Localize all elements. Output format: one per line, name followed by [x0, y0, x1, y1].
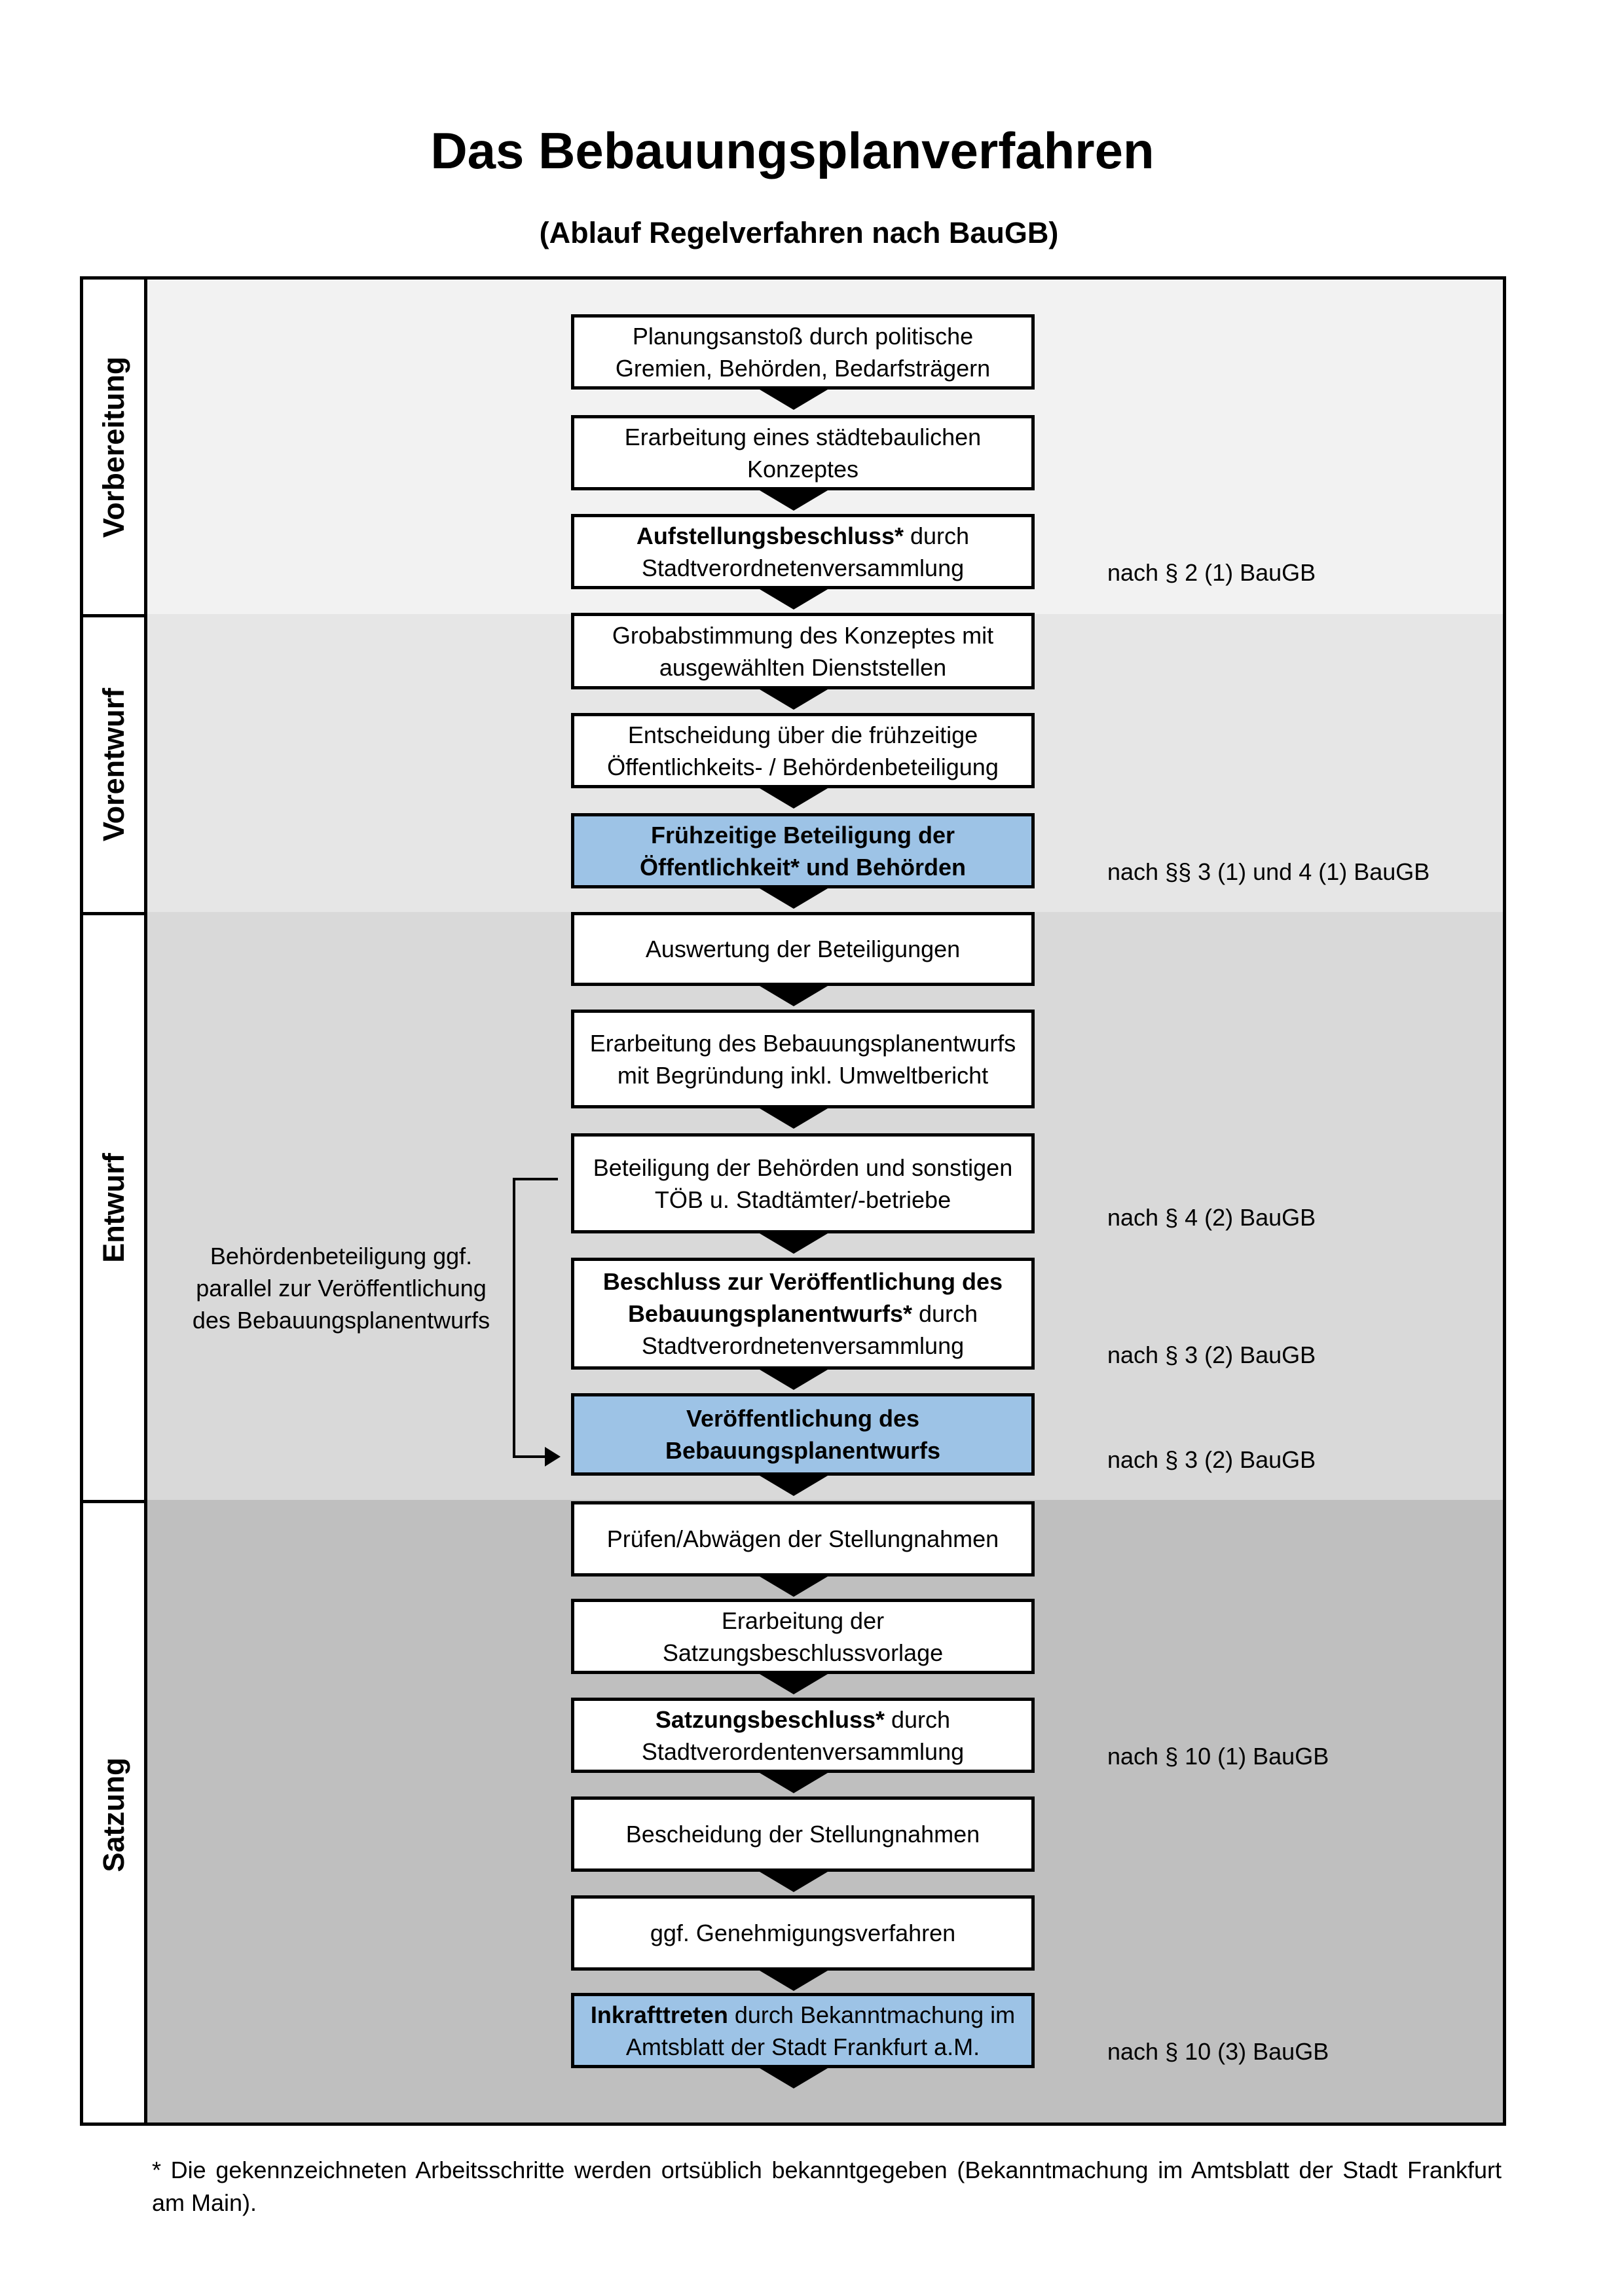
process-step: Auswertung der Beteiligungen — [571, 912, 1035, 986]
step-bold-text: Inkrafttreten — [590, 2001, 728, 2028]
down-arrow-icon — [756, 388, 831, 410]
footnote: * Die gekennzeichneten Arbeitsschritte w… — [152, 2157, 1502, 2216]
down-arrow-icon — [756, 786, 831, 809]
step-normal-text: Bescheidung der Stellungnahmen — [625, 1821, 980, 1848]
step-text: Auswertung der Beteiligungen — [646, 933, 960, 965]
step-text: Aufstellungsbeschluss* durch Stadtverord… — [582, 520, 1024, 584]
legal-note: nach § 2 (1) BauGB — [1107, 559, 1316, 586]
step-text: Beschluss zur Veröffentlichung des Bebau… — [582, 1266, 1024, 1362]
diagram-frame — [80, 276, 1506, 2126]
step-text: Planungsanstoß durch politische Gremien,… — [582, 320, 1024, 384]
step-text: Inkrafttreten durch Bekanntmachung im Am… — [582, 1999, 1024, 2063]
down-arrow-icon — [756, 587, 831, 610]
legal-note: nach § 3 (2) BauGB — [1107, 1341, 1316, 1368]
down-arrow-icon — [756, 1969, 831, 1991]
step-normal-text: Erarbeitung des Bebauungsplanentwurfs mi… — [589, 1029, 1016, 1089]
step-bold-text: Veröffentlichung des Bebauungsplanentwur… — [665, 1405, 941, 1464]
down-arrow-icon — [756, 1672, 831, 1694]
process-step: Beschluss zur Veröffentlichung des Bebau… — [571, 1258, 1035, 1370]
process-step: Beteiligung der Behörden und sonstigen T… — [571, 1133, 1035, 1233]
step-text: Satzungsbeschluss* durch Stadtverordente… — [582, 1704, 1024, 1768]
phase-label-entwurf: Entwurf — [80, 912, 147, 1500]
process-step: Inkrafttreten durch Bekanntmachung im Am… — [571, 1993, 1035, 2068]
step-normal-text: durch Bekanntmachung im Amtsblatt der St… — [625, 2001, 1016, 2060]
page-subtitle: (Ablauf Regelverfahren nach BauGB) — [539, 216, 1059, 249]
step-normal-text: Auswertung der Beteiligungen — [645, 936, 961, 962]
down-arrow-icon — [756, 886, 831, 909]
step-normal-text: Erarbeitung eines städtebaulichen Konzep… — [624, 423, 982, 483]
step-bold-text: Frühzeitige Beteiligung der Öffentlichke… — [639, 821, 967, 881]
step-text: Beteiligung der Behörden und sonstigen T… — [582, 1152, 1024, 1216]
step-text: Frühzeitige Beteiligung der Öffentlichke… — [582, 819, 1024, 883]
down-arrow-icon — [756, 687, 831, 710]
step-text: Entscheidung über die frühzeitige Öffent… — [582, 719, 1024, 783]
step-normal-text: durch Stadtverordnetenversammlung — [641, 1300, 978, 1359]
down-arrow-icon — [756, 984, 831, 1006]
step-normal-text: Entscheidung über die frühzeitige Öffent… — [607, 721, 999, 780]
step-bold-text: Beschluss zur Veröffentlichung des Bebau… — [602, 1268, 1003, 1327]
legal-note: nach § 10 (3) BauGB — [1107, 2038, 1329, 2065]
down-arrow-icon — [756, 1231, 831, 1254]
step-text: Erarbeitung des Bebauungsplanentwurfs mi… — [582, 1027, 1024, 1091]
legal-note: nach § 10 (1) BauGB — [1107, 1743, 1329, 1770]
step-text: Veröffentlichung des Bebauungsplanentwur… — [582, 1402, 1024, 1467]
step-normal-text: durch Stadtverordnetenversammlung — [641, 522, 970, 581]
phase-label-vorentwurf: Vorentwurf — [80, 614, 147, 912]
process-step: Erarbeitung eines städtebaulichen Konzep… — [571, 415, 1035, 490]
down-arrow-icon — [756, 1870, 831, 1892]
page-title: Das Bebauungsplanverfahren — [430, 122, 1154, 179]
down-arrow-icon — [756, 1771, 831, 1793]
process-step: Bescheidung der Stellungnahmen — [571, 1796, 1035, 1872]
step-text: Bescheidung der Stellungnahmen — [626, 1818, 980, 1850]
down-arrow-icon — [756, 1575, 831, 1597]
step-text: Prüfen/Abwägen der Stellungnahmen — [607, 1523, 999, 1555]
process-step: Veröffentlichung des Bebauungsplanentwur… — [571, 1393, 1035, 1476]
step-bold-text: Aufstellungsbeschluss* — [636, 522, 904, 549]
step-normal-text: Beteiligung der Behörden und sonstigen T… — [593, 1154, 1013, 1213]
step-bold-text: Satzungsbeschluss* — [655, 1705, 885, 1733]
step-text: Erarbeitung der Satzungsbeschlussvorlage — [582, 1605, 1024, 1669]
step-normal-text: Erarbeitung der Satzungsbeschlussvorlage — [662, 1607, 944, 1666]
down-arrow-icon — [756, 488, 831, 511]
step-normal-text: Planungsanstoß durch politische Gremien,… — [615, 322, 991, 382]
phase-label-satzung: Satzung — [80, 1500, 147, 2126]
down-arrow-icon — [756, 1368, 831, 1390]
parallel-note: Behördenbeteiligung ggf. parallel zur Ve… — [192, 1243, 490, 1334]
process-step: Prüfen/Abwägen der Stellungnahmen — [571, 1501, 1035, 1576]
step-text: Grobabstimmung des Konzeptes mit ausgewä… — [582, 619, 1024, 683]
step-normal-text: Grobabstimmung des Konzeptes mit ausgewä… — [612, 621, 994, 681]
step-normal-text: ggf. Genehmigungsverfahren — [650, 1920, 956, 1946]
process-step: Aufstellungsbeschluss* durch Stadtverord… — [571, 514, 1035, 589]
legal-note: nach §§ 3 (1) und 4 (1) BauGB — [1107, 858, 1430, 885]
down-arrow-icon — [756, 1106, 831, 1129]
step-text: ggf. Genehmigungsverfahren — [650, 1917, 955, 1949]
process-step: Planungsanstoß durch politische Gremien,… — [571, 314, 1035, 390]
down-arrow-icon — [756, 1474, 831, 1496]
legal-note: nach § 3 (2) BauGB — [1107, 1446, 1316, 1473]
step-normal-text: Prüfen/Abwägen der Stellungnahmen — [606, 1525, 999, 1552]
step-normal-text: durch Stadtverordentenversammlung — [641, 1705, 965, 1765]
step-text: Erarbeitung eines städtebaulichen Konzep… — [582, 421, 1024, 485]
down-arrow-icon — [756, 2066, 831, 2088]
process-step: Grobabstimmung des Konzeptes mit ausgewä… — [571, 613, 1035, 689]
legal-note: nach § 4 (2) BauGB — [1107, 1204, 1316, 1231]
